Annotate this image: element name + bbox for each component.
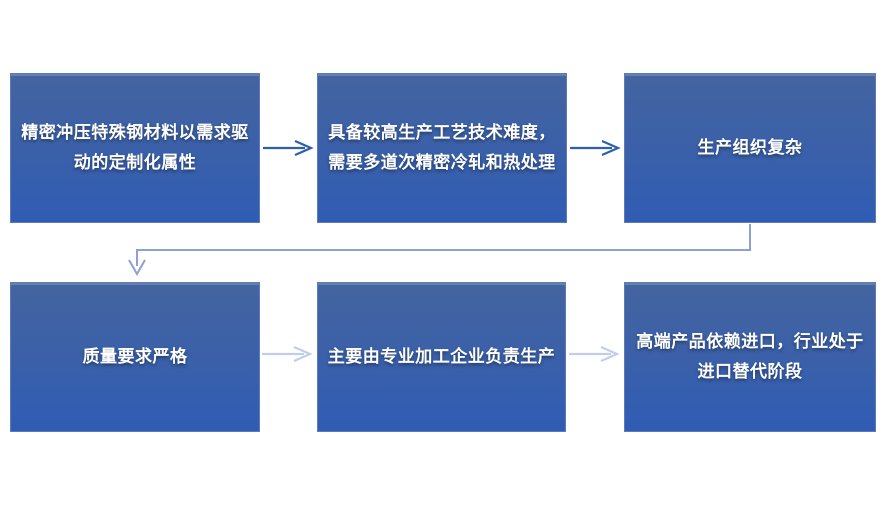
flow-box-label: 精密冲压特殊钢材料以需求驱 动的定制化属性 — [21, 123, 249, 172]
flow-box-specialized-producers: 主要由专业加工企业负责生产 — [317, 282, 566, 432]
arrow-box2-to-box3-icon — [570, 139, 621, 157]
arrow-box5-to-box6-icon — [569, 345, 620, 363]
flow-box-strict-quality: 质量要求严格 — [10, 282, 260, 432]
flow-box-label: 质量要求严格 — [82, 347, 188, 366]
flow-box-label: 主要由专业加工企业负责生产 — [327, 347, 556, 366]
flow-box-label: 生产组织复杂 — [697, 138, 803, 157]
arrow-box3-to-box4-icon — [128, 224, 751, 277]
flow-box-custom-demand: 精密冲压特殊钢材料以需求驱 动的定制化属性 — [10, 73, 260, 223]
arrow-box1-to-box2-icon — [263, 139, 314, 157]
flow-box-label: 高端产品依赖进口，行业处于 进口替代阶段 — [636, 332, 864, 381]
flow-box-process-difficulty: 具备较高生产工艺技术难度， 需要多道次精密冷轧和热处理 — [317, 73, 567, 223]
flow-box-label: 具备较高生产工艺技术难度， 需要多道次精密冷轧和热处理 — [328, 123, 556, 172]
flow-box-import-substitution: 高端产品依赖进口，行业处于 进口替代阶段 — [624, 282, 876, 432]
flow-box-complex-organization: 生产组织复杂 — [624, 73, 876, 223]
arrow-box4-to-box5-icon — [262, 345, 313, 363]
